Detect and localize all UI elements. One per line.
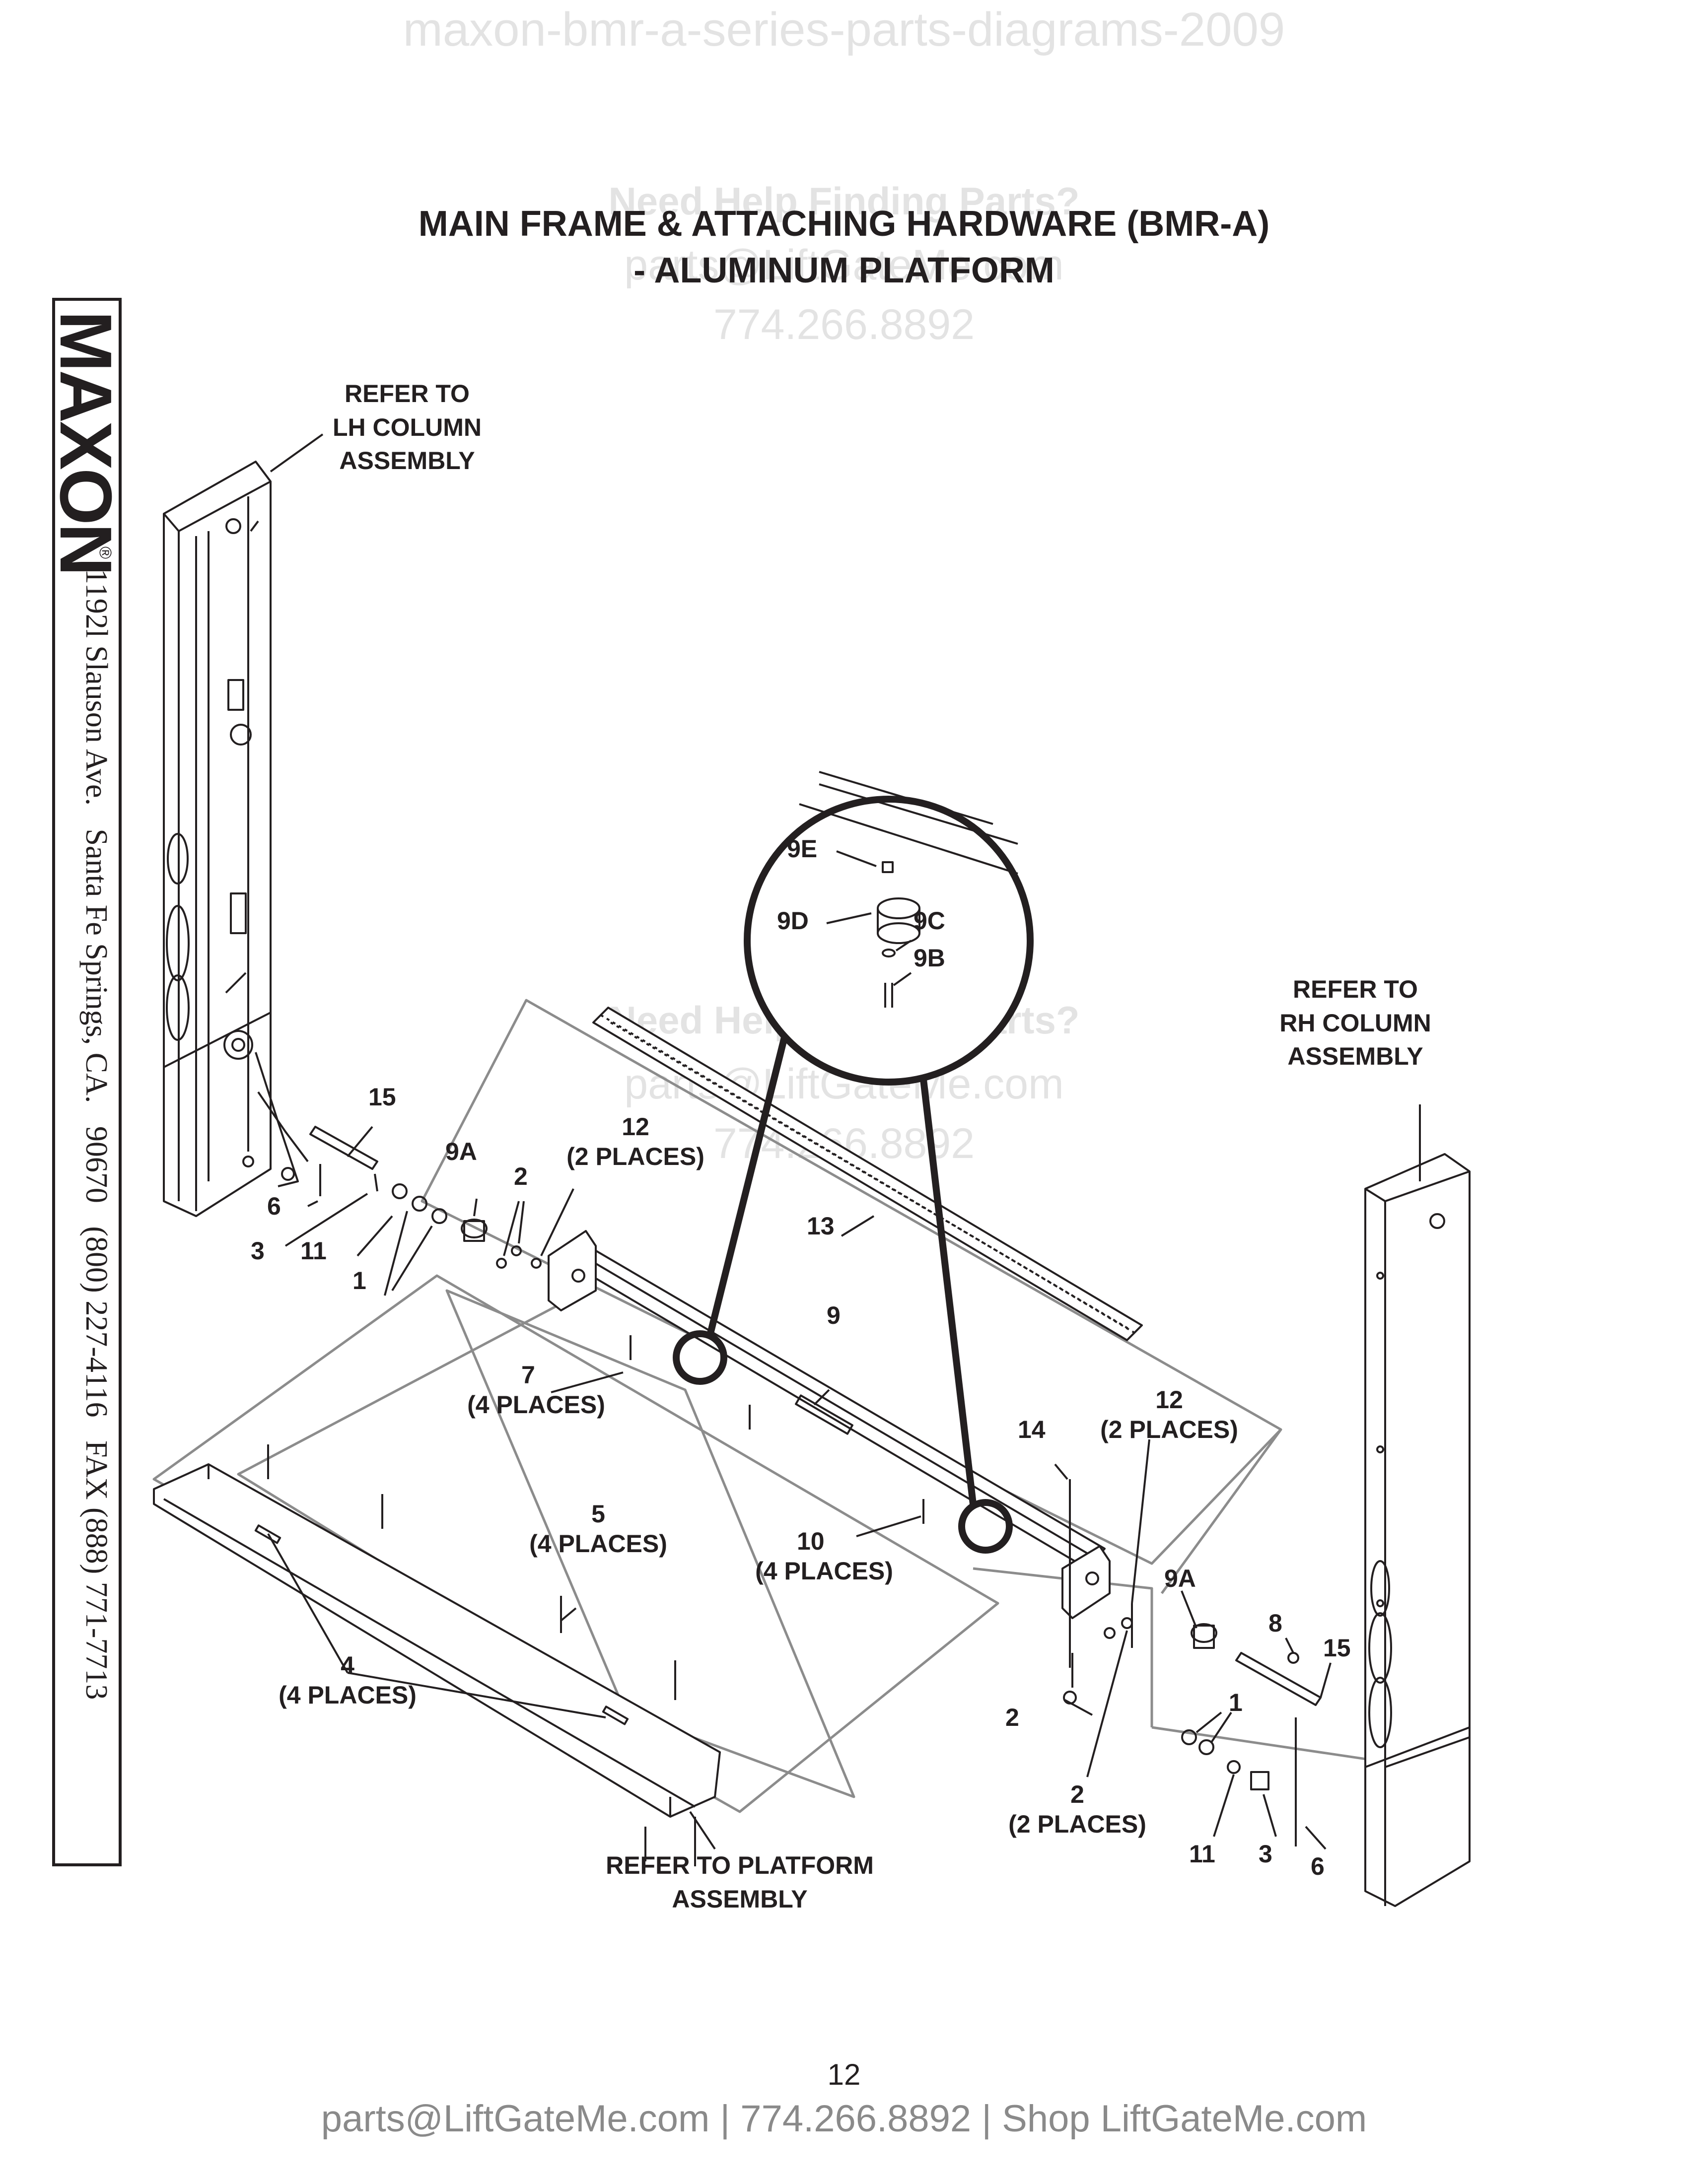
rh-column-reference-line-1: REFER TO xyxy=(1293,975,1418,1003)
lh-column-reference-line-2: LH COLUMN xyxy=(333,413,482,441)
callout-4-places: (4 PLACES) xyxy=(279,1681,417,1709)
watermark-help-top: Need Help Finding Parts? xyxy=(608,179,1080,223)
leader-lines xyxy=(267,433,1421,1850)
callout-4: 4 (4 PLACES) xyxy=(266,1650,429,1710)
callout-12-right: 12 (2 PLACES) xyxy=(1087,1385,1251,1444)
platform-reference-line-1: REFER TO PLATFORM xyxy=(606,1851,874,1879)
lh-column-reference: REFER TO LH COLUMN ASSEMBLY xyxy=(308,377,506,478)
rh-column xyxy=(1364,1153,1471,1907)
callout-6-left: 6 xyxy=(267,1192,281,1220)
lh-column-reference-line-1: REFER TO xyxy=(345,380,470,408)
callout-2-left: 2 xyxy=(514,1162,528,1190)
callout-9d: 9D xyxy=(777,907,809,935)
callout-3-right: 3 xyxy=(1259,1840,1272,1868)
footer-contact: parts@LiftGateMe.com | 774.266.8892 | Sh… xyxy=(321,2098,1367,2140)
callout-6-right: 6 xyxy=(1311,1852,1325,1880)
callout-10-places: (4 PLACES) xyxy=(755,1557,893,1585)
page-title-line-1: MAIN FRAME & ATTACHING HARDWARE (BMR-A) xyxy=(418,204,1270,244)
platform-reference-line-2: ASSEMBLY xyxy=(672,1885,808,1913)
callout-7-number: 7 xyxy=(521,1361,535,1389)
lh-column-reference-line-3: ASSEMBLY xyxy=(339,447,475,475)
platform-frame xyxy=(153,1463,721,1866)
callout-9b: 9B xyxy=(914,944,945,972)
callout-12-left-number: 12 xyxy=(622,1113,649,1141)
watermark-document-name: maxon-bmr-a-series-parts-diagrams-2009 xyxy=(403,3,1285,56)
callout-2-right-a: 2 xyxy=(1005,1704,1019,1731)
lh-column xyxy=(163,461,309,1217)
callout-11-left: 11 xyxy=(300,1237,327,1265)
callout-1-right: 1 xyxy=(1229,1689,1243,1716)
step-bar xyxy=(592,1007,1143,1341)
callout-12-left: 12 (2 PLACES) xyxy=(554,1112,717,1171)
bushings xyxy=(461,1219,1217,1649)
callout-5: 5 (4 PLACES) xyxy=(516,1499,680,1559)
callout-9a-left: 9A xyxy=(445,1138,477,1165)
callout-7: 7 (4 PLACES) xyxy=(454,1360,618,1420)
watermark-phone-top: 774.266.8892 xyxy=(713,301,975,348)
rh-column-reference: REFER TO RH COLUMN ASSEMBLY xyxy=(1256,973,1455,1074)
detail-contents xyxy=(799,771,1018,1008)
callout-2-right-b-number: 2 xyxy=(1070,1780,1084,1808)
callout-3-left: 3 xyxy=(251,1237,265,1265)
platform-reference: REFER TO PLATFORM ASSEMBLY xyxy=(571,1849,909,1916)
callout-2-right-b-places: (2 PLACES) xyxy=(1008,1810,1146,1838)
callout-11-right: 11 xyxy=(1189,1840,1215,1868)
page-title-line-2: - ALUMINUM PLATFORM xyxy=(633,250,1055,290)
rh-column-reference-line-2: RH COLUMN xyxy=(1279,1009,1431,1037)
watermark-email-top: parts@LiftGateMe.com xyxy=(624,241,1064,289)
hinge-pins xyxy=(309,1126,1322,1706)
callout-14: 14 xyxy=(1018,1416,1046,1443)
rh-column-reference-line-3: ASSEMBLY xyxy=(1287,1042,1423,1070)
callout-13: 13 xyxy=(807,1212,835,1240)
callout-9e: 9E xyxy=(787,835,818,863)
callout-8: 8 xyxy=(1268,1609,1282,1637)
callout-1-left: 1 xyxy=(352,1267,366,1295)
callout-4-number: 4 xyxy=(341,1651,354,1679)
callout-10-number: 10 xyxy=(797,1527,825,1555)
callout-5-places: (4 PLACES) xyxy=(529,1530,667,1558)
callout-15-right: 15 xyxy=(1323,1634,1351,1662)
callout-12-right-number: 12 xyxy=(1155,1386,1183,1414)
page-number: 12 xyxy=(827,2058,861,2091)
page-title: MAIN FRAME & ATTACHING HARDWARE (BMR-A) … xyxy=(0,201,1688,294)
small-hardware xyxy=(267,1164,1299,1846)
company-sidebar: MAXON ® 1192l Slauson Ave. Santa Fe Spri… xyxy=(45,298,127,1866)
callout-9a-right: 9A xyxy=(1164,1565,1196,1592)
callout-9: 9 xyxy=(827,1301,841,1329)
callout-12-left-places: (2 PLACES) xyxy=(566,1143,704,1170)
callout-9c: 9C xyxy=(914,907,945,935)
callout-12-right-places: (2 PLACES) xyxy=(1100,1416,1238,1443)
callout-2-right-b: 2 (2 PLACES) xyxy=(995,1779,1159,1839)
detail-callout xyxy=(673,796,1034,1554)
callout-15-left: 15 xyxy=(368,1083,396,1111)
callout-7-places: (4 PLACES) xyxy=(467,1391,605,1419)
callout-5-number: 5 xyxy=(591,1500,605,1528)
callout-10: 10 (4 PLACES) xyxy=(742,1526,906,1586)
